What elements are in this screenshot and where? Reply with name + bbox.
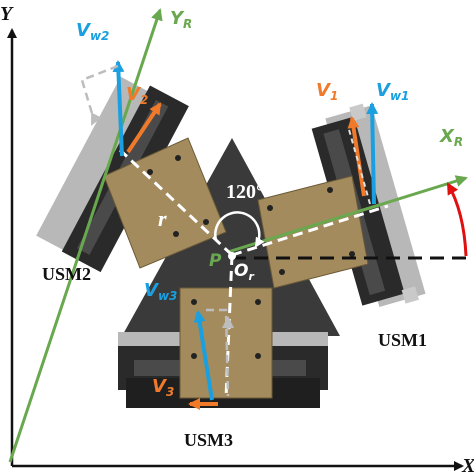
usm3-dashed-projection [206, 308, 230, 397]
plate-usm1 [257, 175, 369, 289]
plate-usm2 [103, 137, 227, 269]
robot-body-triangle [122, 138, 340, 336]
usm2-dashed-arrow [90, 112, 102, 126]
usm1-v-label: V1 [316, 80, 338, 103]
usm2-vw-label: Vw2 [76, 20, 109, 43]
usm2-dashed-projection [80, 64, 119, 121]
usm2-v-arrow [126, 102, 162, 154]
usm3-name: USM3 [184, 430, 233, 450]
global-x-label: X [461, 455, 474, 474]
robot-y-axis [8, 8, 163, 463]
usm2-name: USM2 [42, 264, 91, 284]
center-o-label: Or [234, 261, 254, 283]
robot-x-axis [227, 175, 468, 254]
usm1-vw-arrow [366, 102, 379, 205]
robot-x-label: XR [439, 126, 463, 149]
angle-arc [214, 211, 265, 248]
global-y-label: Y [0, 3, 14, 25]
usm3-vw-arrow [193, 310, 214, 401]
usm1-name: USM1 [378, 330, 427, 350]
usm3-v-label: V3 [152, 376, 174, 399]
usm1-vw-label: Vw1 [376, 80, 409, 103]
angle-label: 120° [226, 181, 264, 203]
radius-line-usm1 [231, 204, 389, 257]
usm3-vw-label: Vw3 [144, 280, 177, 303]
usm2-v-label: V2 [126, 84, 148, 107]
robot-y-label: YR [170, 8, 192, 31]
usm1-v-arrow [347, 116, 366, 197]
usm1-guide [347, 125, 371, 205]
rotation-angle-arrow [446, 182, 468, 257]
center-point [228, 252, 236, 260]
center-p-label: P [209, 251, 222, 271]
radius-label: r [158, 206, 167, 231]
usm2-vw-arrow [112, 60, 125, 157]
radius-line-usm2 [118, 148, 234, 257]
